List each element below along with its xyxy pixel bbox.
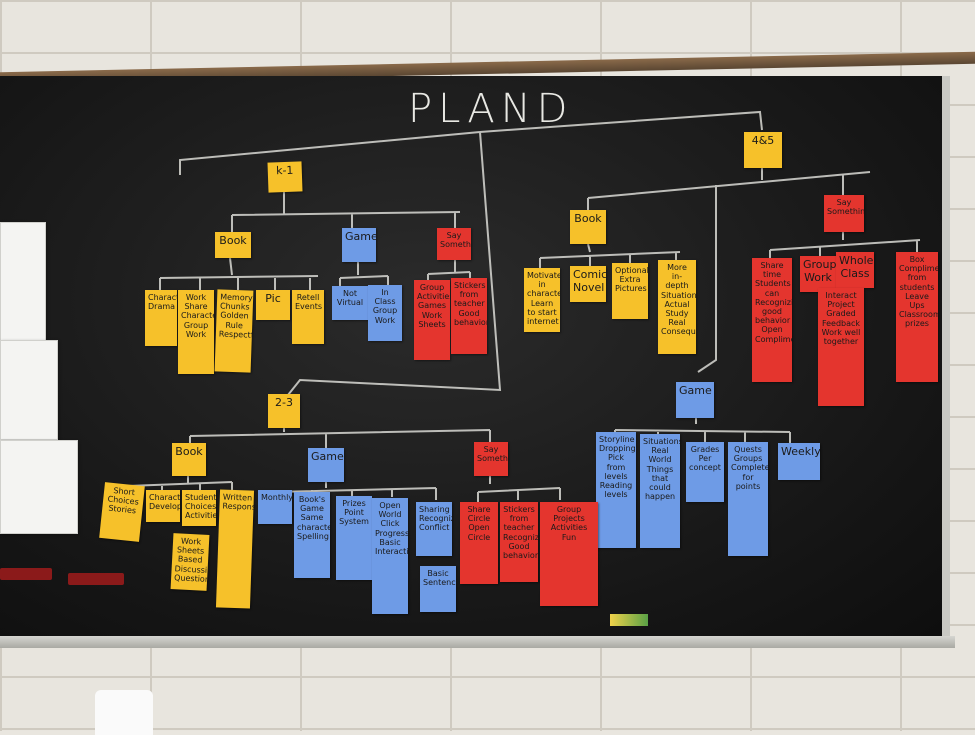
note-m-i: Box Compliments from students Leave Ups … — [896, 252, 938, 382]
note-lg-c: Prizes Point System — [336, 496, 372, 580]
side-paper-2 — [0, 340, 58, 440]
note-g-b: In Class Group Work — [368, 285, 402, 341]
note-m-c: Optional Extra Pictures — [612, 263, 648, 319]
note-ls-b: Stickers from teacher Recognizing Good b… — [500, 502, 538, 582]
note-ls-a: Share Circle Open Circle — [460, 502, 498, 584]
note-m-f: Group Work — [800, 256, 836, 292]
note-gm-e: Weekly — [778, 443, 820, 480]
note-k23-book: Book — [172, 443, 206, 476]
note-k23-say: Say Something — [474, 442, 508, 476]
paper-cup — [95, 690, 153, 735]
note-lg-d: Open World Click Progress Basic Interact… — [372, 498, 408, 614]
note-b-b: Work Share Characters Group Work — [178, 290, 214, 374]
note-m-d: More in-depth Situation Actual Study Rea… — [658, 260, 696, 354]
eraser-1 — [0, 568, 52, 580]
chalk-tray — [0, 636, 955, 648]
side-paper-1 — [0, 222, 46, 342]
note-k1: k-1 — [267, 161, 303, 193]
note-lb-d: Work Sheets Based Discussion Questions — [170, 533, 210, 591]
note-k1-book: Book — [215, 232, 251, 258]
note-gm-b: Situations Real World Things that could … — [640, 434, 680, 548]
eraser-2 — [68, 573, 124, 585]
note-m-h: Interact Project Graded Feedback Work we… — [818, 288, 864, 406]
note-ls-c: Group Projects Activities Fun — [540, 502, 598, 606]
note-lg-b: Book's Game Same characters Spelling — [294, 492, 330, 578]
note-lb-e: Written Responses — [215, 489, 255, 609]
note-k45-book: Book — [570, 210, 606, 244]
note-m-g: Whole Class — [836, 252, 874, 288]
note-lg-a: Monthly — [258, 490, 292, 524]
note-lg-f: Basic Sentences — [420, 566, 456, 612]
note-b-e: Retell Events — [292, 290, 324, 344]
note-lb-b: Characters Developed — [146, 490, 180, 522]
note-k1-game: Game — [342, 228, 376, 262]
note-k23: 2-3 — [268, 394, 300, 428]
note-lg-e: Sharing Recognizing Conflict — [416, 502, 452, 556]
crayon-box — [610, 614, 648, 626]
note-m-a: Motivate in characters Learn to start in… — [524, 268, 560, 332]
note-k45-say: Say Something — [824, 195, 864, 232]
note-b-c: Memory Chunks Golden Rule Respectful — [214, 289, 254, 373]
note-s-a: Group Activities Games Work Sheets — [414, 280, 450, 360]
note-m-e: Share time Students can Recognizing good… — [752, 258, 792, 382]
note-lb-c: Student Choices Activities — [182, 490, 216, 526]
note-gm-a: Storyline Dropping Pick from levels Read… — [596, 432, 636, 548]
note-k45-game: Game — [676, 382, 714, 418]
note-m-b: Comic Novel — [570, 266, 606, 302]
note-b-a: Characters Drama — [145, 290, 177, 346]
side-paper-3 — [0, 440, 78, 534]
board-title: PLAND — [408, 86, 574, 132]
note-k23-game: Game — [308, 448, 344, 482]
note-b-d: Pic — [256, 290, 290, 320]
note-lb-a: Short Choices Stories — [99, 482, 145, 542]
note-s-b: Stickers from teacher Good behavior — [451, 278, 487, 354]
note-g-a: Not Virtual — [332, 286, 368, 320]
note-k1-say: Say Something — [437, 228, 471, 260]
note-k45: 4&5 — [744, 132, 782, 168]
note-gm-d: Quests Groups Complete for points — [728, 442, 768, 556]
note-gm-c: Grades Per concept — [686, 442, 724, 502]
